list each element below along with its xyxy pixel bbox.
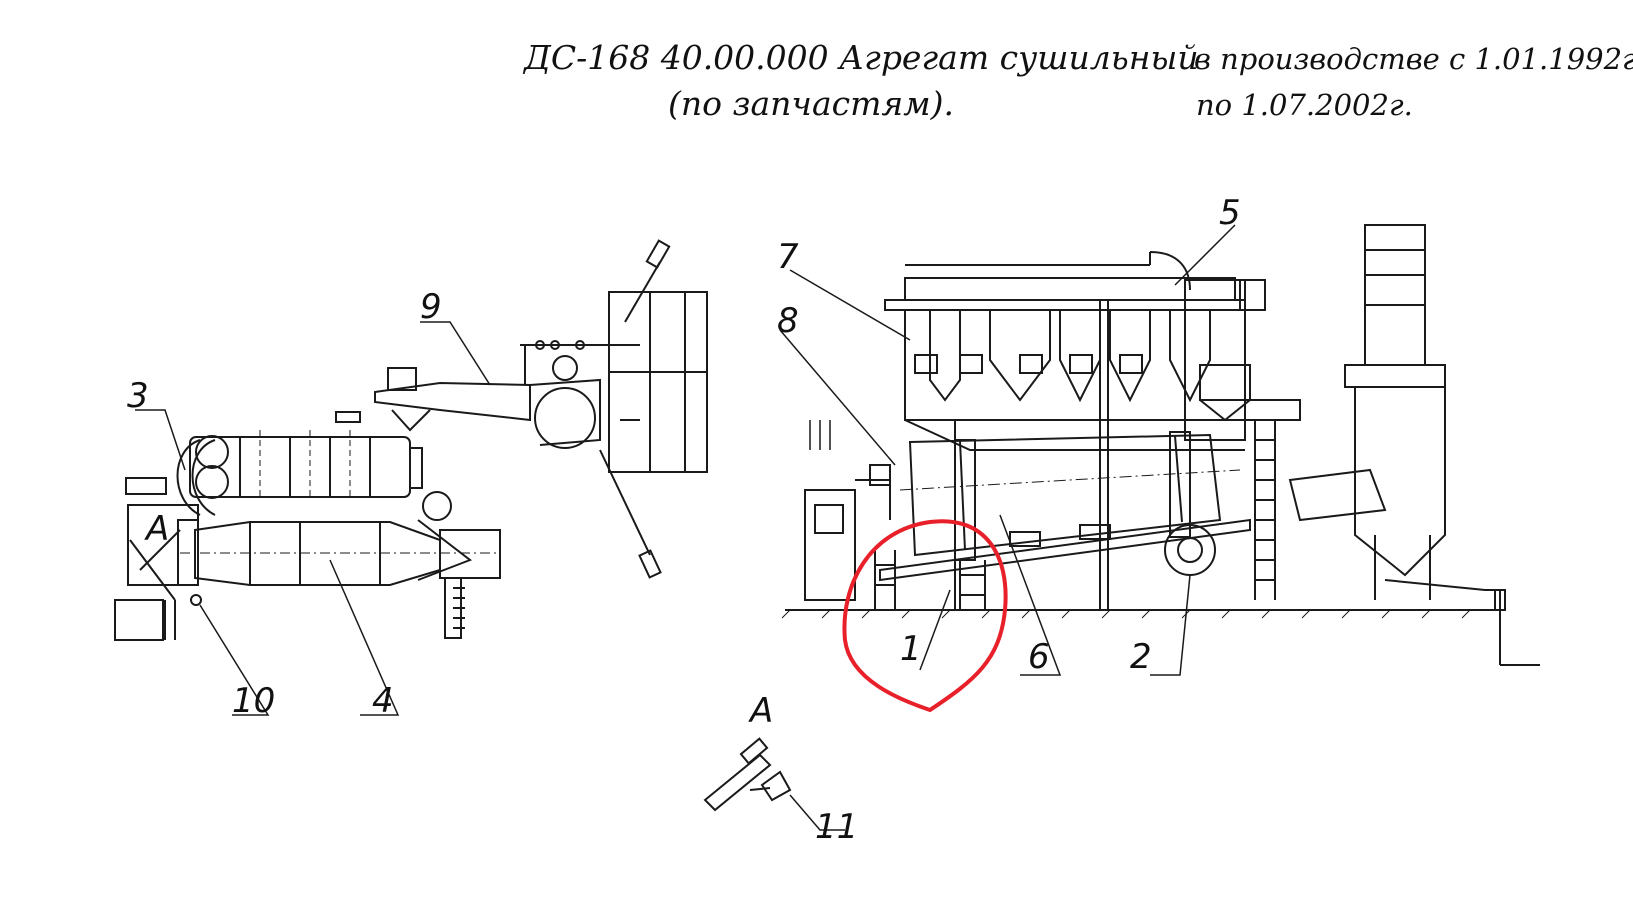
drying-drum-plan (177, 491, 501, 586)
callout-1: 1 (900, 629, 922, 669)
callout-11: 11 (815, 807, 858, 847)
exhaust-duct-plan (335, 340, 640, 449)
callout-8: 8 (777, 301, 799, 341)
cyclone-battery (884, 251, 1246, 610)
callout-2: 2 (1130, 637, 1152, 677)
callout-9: 9 (420, 287, 442, 327)
highlight-circle (842, 519, 1008, 713)
side-elevation (779, 224, 1540, 713)
detail-view-a (703, 737, 845, 831)
callout-view-a-marker: А (144, 509, 169, 549)
ground-line (781, 609, 1540, 666)
drawing-subtitle: (по запчастям). (668, 84, 954, 123)
callouts: 3 А 9 10 4 7 8 5 1 6 2 А 11 (127, 193, 1241, 847)
elevation-leaders (779, 224, 1236, 676)
callout-7: 7 (777, 237, 799, 277)
support-legs-plan (190, 577, 465, 639)
callout-6: 6 (1028, 637, 1050, 677)
callout-view-a-title: А (748, 691, 773, 731)
control-cabinet-plan (599, 239, 708, 579)
drying-drum (879, 431, 1251, 582)
chimney-stack (1288, 224, 1506, 611)
callout-5: 5 (1219, 193, 1241, 233)
duct-plan (114, 439, 216, 641)
plan-leaders (135, 321, 491, 716)
drawing-title: ДС-168 40.00.000 Агрегат сушильный (524, 38, 1199, 77)
callout-4: 4 (372, 681, 394, 721)
production-start: в производстве с 1.01.1992г. (1194, 42, 1633, 76)
production-end: по 1.07.2002г. (1196, 88, 1413, 122)
callout-10: 10 (232, 681, 275, 721)
callout-3: 3 (127, 376, 149, 416)
burner-frame (804, 420, 986, 610)
cyclone-battery-plan (125, 430, 423, 500)
plan-view (114, 239, 708, 716)
dust-collector (1184, 279, 1301, 600)
